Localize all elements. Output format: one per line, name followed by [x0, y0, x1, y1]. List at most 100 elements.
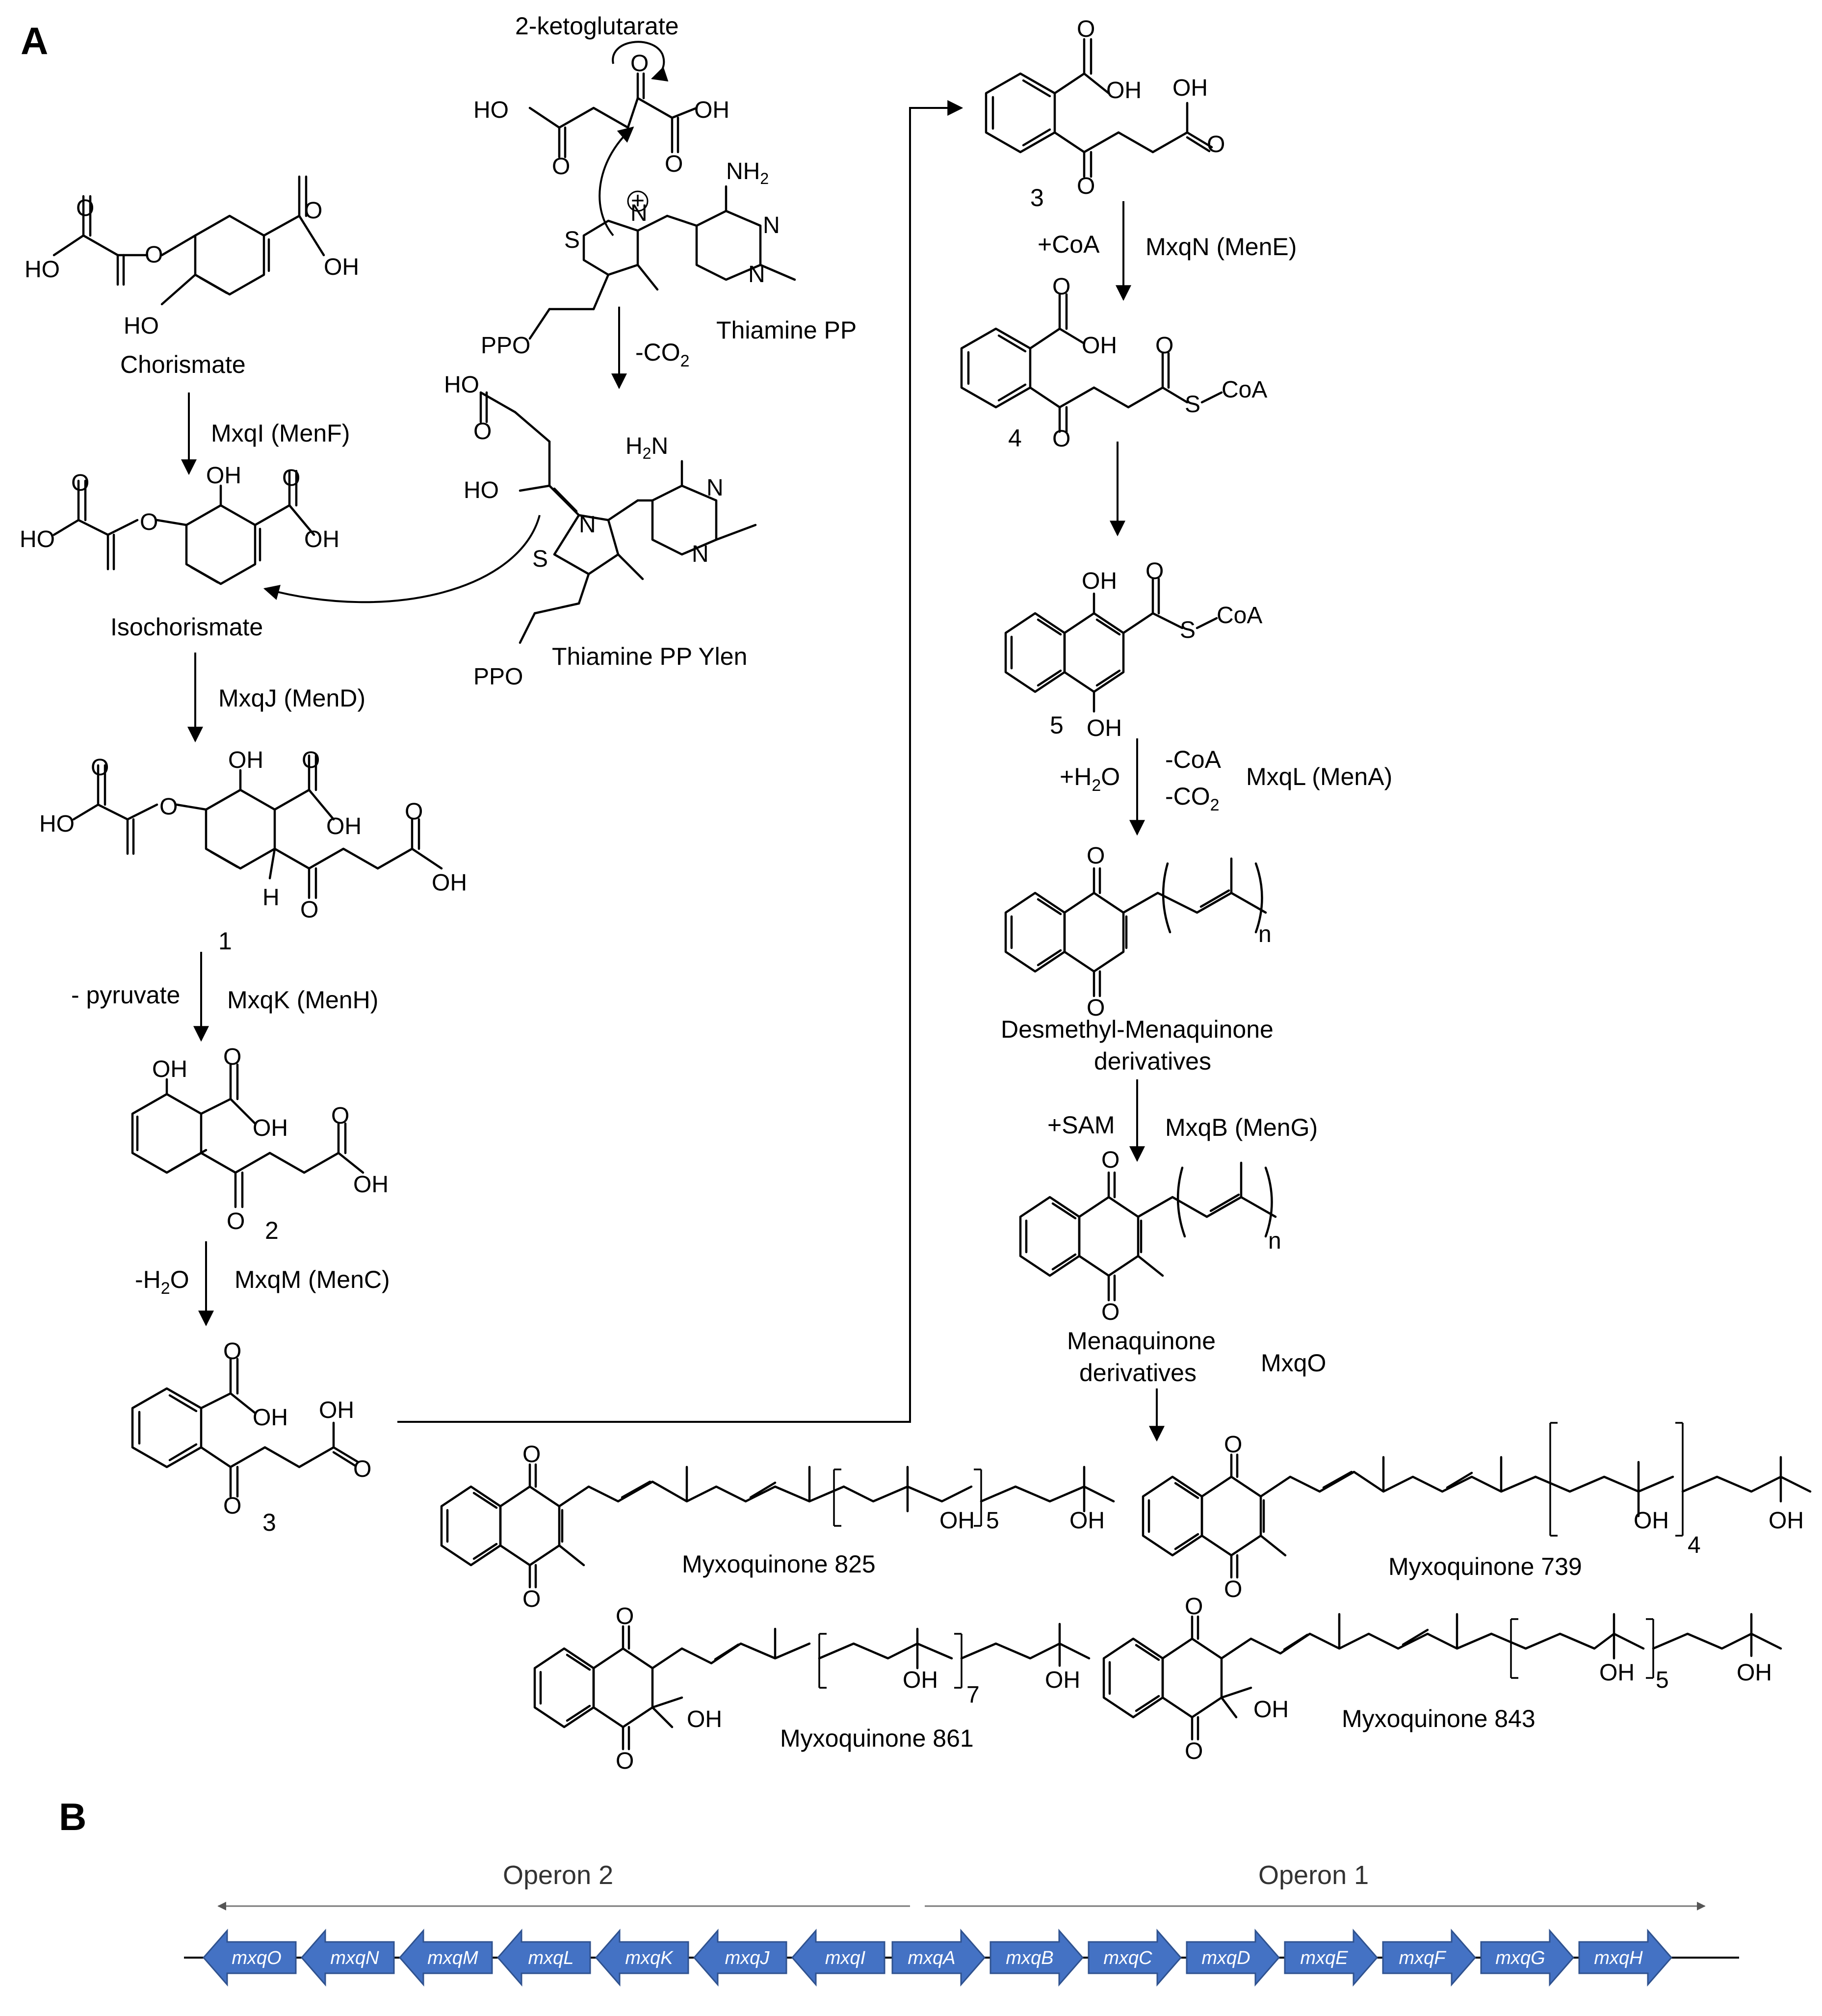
curved-arrow-ketoglutarate [612, 41, 669, 82]
myxoquinone-843-structure [1102, 1613, 1782, 1741]
ylen-ho2: HO [464, 477, 499, 503]
myxoquinone-861-structure [533, 1623, 1091, 1751]
desmethyl-menaquinone-structure [1004, 857, 1267, 997]
mxq861-oh2: OH [1045, 1667, 1080, 1693]
mxq861-oh-ring: OH [687, 1706, 722, 1732]
c3-left-oh2: OH [319, 1397, 354, 1423]
mxq843-repeat: 5 [1656, 1667, 1669, 1693]
chorismate-o1: O [304, 198, 322, 224]
mxq825-label: Myxoquinone 825 [682, 1550, 876, 1578]
ketoglutarate-oh: OH [694, 97, 729, 123]
c1-o3: O [300, 897, 318, 923]
compound-4-number: 4 [1008, 424, 1022, 452]
condition-sam-add: +SAM [1047, 1111, 1115, 1139]
mxq739-repeat: 4 [1688, 1532, 1701, 1558]
desmethyl-label-2: derivatives [1094, 1047, 1211, 1075]
menaquinone-label-1: Menaquinone [1067, 1327, 1216, 1355]
ketoglutarate-label: 2-ketoglutarate [515, 12, 679, 40]
menaquinone-n: n [1268, 1228, 1281, 1254]
gene-arrow-mxqH [1578, 1929, 1672, 1987]
thiamine-ylen-structure [479, 391, 757, 644]
c5-coa: CoA [1217, 602, 1262, 628]
myxoquinone-825-structure [440, 1463, 1115, 1589]
c5-oh2: OH [1087, 715, 1122, 741]
gene-arrow-mxqM [399, 1929, 493, 1987]
mxq739-oh2: OH [1769, 1508, 1804, 1534]
gene-label-mxqE: mxqE [1300, 1948, 1348, 1968]
gene-label-mxqO: mxqO [232, 1948, 281, 1968]
ketoglutarate-o2: O [630, 51, 649, 77]
ketoglutarate-o1: O [552, 154, 570, 180]
isochorismate-label: Isochorismate [110, 613, 263, 641]
ylen-n1: N [706, 475, 724, 501]
mxq843-o2: O [1185, 1738, 1203, 1764]
isochorismate-o2: O [71, 470, 89, 496]
c2-oh2: OH [253, 1115, 288, 1141]
ylen-h2n: H2N [625, 433, 668, 462]
gene-label-mxqB: mxqB [1006, 1948, 1053, 1968]
gene-arrow-mxqC [1088, 1929, 1182, 1987]
thiamine-pp-label: Thiamine PP [716, 316, 857, 344]
compound-3-number-right: 3 [1030, 184, 1044, 211]
mxq739-label: Myxoquinone 739 [1388, 1553, 1582, 1580]
gene-label-mxqA: mxqA [908, 1948, 955, 1968]
mxq825-o1: O [522, 1441, 541, 1467]
gene-arrow-mxqF [1382, 1929, 1476, 1987]
compound-2-number: 2 [265, 1217, 279, 1244]
gene-label-mxqD: mxqD [1201, 1948, 1250, 1968]
gene-arrow-mxqI [791, 1929, 885, 1987]
mxq739-o1: O [1224, 1432, 1242, 1458]
gene-arrow-mxqG [1480, 1929, 1574, 1987]
myxoquinone-739-structure [1142, 1422, 1812, 1579]
c5-oh1: OH [1082, 568, 1117, 594]
gene-label-mxqI: mxqI [825, 1948, 866, 1968]
isochorismate-ho: HO [20, 526, 55, 552]
chorismate-o2: O [76, 195, 94, 221]
condition-water-loss: -H2O [135, 1266, 189, 1298]
c1-oh2: OH [326, 813, 362, 839]
condition-co2-loss-2: -CO2 [1165, 783, 1220, 814]
gene-arrow-mxqK [595, 1929, 689, 1987]
ylen-n2: N [692, 541, 709, 567]
c4-o2: O [1155, 333, 1173, 359]
chorismate-structure [52, 175, 325, 306]
thiamine-pp-ylen-label: Thiamine PP Ylen [552, 643, 747, 670]
thiamine-pp-structure [528, 185, 796, 340]
gene-label-mxqJ: mxqJ [725, 1948, 770, 1968]
operon1-label: Operon 1 [1258, 1860, 1369, 1890]
c4-s: S [1185, 392, 1200, 418]
gene-label-mxqK: mxqK [625, 1948, 674, 1968]
gene-label-mxqG: mxqG [1495, 1948, 1545, 1968]
c3-left-oh1: OH [253, 1405, 288, 1431]
c3-left-o3: O [223, 1493, 241, 1519]
menaquinone-o2: O [1101, 1299, 1119, 1325]
c4-o3: O [1052, 426, 1070, 452]
c1-o1: O [302, 747, 320, 773]
c5-s: S [1180, 617, 1196, 643]
positive-charge-circle [627, 190, 649, 212]
ketoglutarate-ho: HO [473, 97, 509, 123]
c3-left-o2: O [353, 1456, 371, 1482]
enzyme-mxqJ: MxqJ (MenD) [218, 684, 365, 712]
mxq843-oh1: OH [1599, 1660, 1635, 1686]
ylen-ho1: HO [444, 372, 479, 398]
c4-o1: O [1052, 274, 1070, 300]
c3-right-o3: O [1077, 173, 1095, 199]
c3-right-oh1: OH [1106, 78, 1142, 104]
c3-right-o1: O [1077, 16, 1095, 42]
compound-1-structure [72, 754, 443, 899]
c3-left-o1: O [223, 1338, 241, 1364]
positive-charge: + [631, 188, 645, 214]
panel-b-label: B [59, 1795, 86, 1838]
ketoglutarate-o3: O [665, 151, 683, 177]
enzyme-mxqN: MxqN (MenE) [1145, 233, 1297, 261]
enzyme-mxqO: MxqO [1261, 1349, 1326, 1377]
c1-oh3: OH [432, 870, 467, 896]
thiamine-nh2: NH2 [726, 158, 769, 187]
chorismate-ho: HO [25, 257, 60, 283]
mxq843-o1: O [1185, 1594, 1203, 1620]
chorismate-ho2: HO [124, 313, 159, 339]
c1-o-ether: O [159, 794, 178, 820]
desmethyl-n: n [1258, 921, 1272, 947]
